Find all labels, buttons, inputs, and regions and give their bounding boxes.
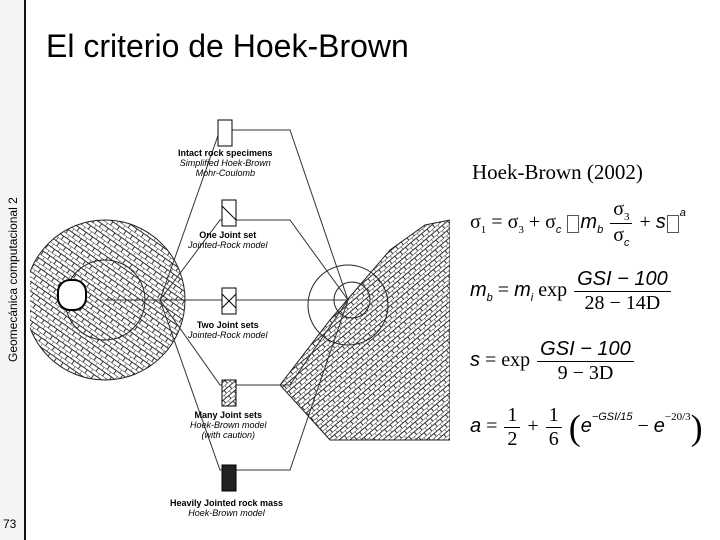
eq4-f2-num: 1 — [545, 404, 562, 428]
sidebar: Geomecánica computacional 2 73 — [0, 0, 26, 540]
label-many-joint-line2: (with caution) — [201, 430, 256, 440]
eq4-plus: + — [527, 415, 539, 438]
label-heavily-jointed: Heavily Jointed rock mass Hoek-Brown mod… — [170, 498, 283, 518]
label-intact: Intact rock specimens Simplified Hoek-Br… — [178, 148, 273, 178]
eq1-exponent-a: a — [679, 207, 686, 220]
eq2-mb: m — [470, 279, 487, 302]
eq4-f2-den: 6 — [548, 428, 559, 450]
eq1-sigma1: σ — [470, 211, 481, 234]
page-number: 73 — [3, 517, 17, 531]
one-joint-specimen — [221, 199, 237, 227]
eq4-e1: e — [580, 415, 592, 438]
eq1-equals: = — [491, 211, 503, 234]
paren-box — [666, 214, 679, 233]
label-many-joint: Many Joint sets Hoek-Brown model (with c… — [190, 410, 267, 440]
eq4-e2-exp: −20/3 — [664, 411, 691, 424]
equation-mb: mb = mi exp GSI − 100 28 − 14D — [470, 268, 673, 315]
eq4-f1-den: 2 — [507, 428, 518, 450]
paren-box — [567, 214, 580, 233]
label-two-joint-line1: Jointed-Rock model — [188, 330, 268, 340]
eq4-equals: = — [486, 415, 498, 438]
eq3-exp: exp — [501, 349, 531, 372]
eq2-equals: = — [497, 279, 510, 302]
eq2-mi-sub: i — [530, 292, 534, 305]
label-one-joint: One Joint set Jointed-Rock model — [188, 230, 268, 250]
eq1-s: s — [655, 211, 666, 234]
eq2-fraction: GSI − 100 28 − 14D — [574, 268, 671, 315]
intact-specimen — [217, 119, 233, 147]
label-many-joint-line1: Hoek-Brown model — [190, 420, 267, 430]
slope-rock-mass — [279, 219, 451, 441]
tunnel-opening — [57, 279, 87, 311]
eq4-a: a — [470, 415, 482, 438]
eq1-frac-den-sub: c — [623, 237, 630, 249]
equations-heading: Hoek-Brown (2002) — [472, 160, 643, 184]
eq1-plus: + — [528, 211, 541, 234]
eq2-mb-sub: b — [486, 292, 493, 305]
eq3-frac-num: GSI − 100 — [537, 338, 634, 362]
equation-s: s = exp GSI − 100 9 − 3D — [470, 338, 636, 385]
label-heavily-title: Heavily Jointed rock mass — [170, 498, 284, 508]
eq3-equals: = — [485, 349, 497, 372]
slide-title: El criterio de Hoek-Brown — [46, 28, 409, 64]
vertical-course-title: Geomecánica computacional 2 — [6, 197, 20, 362]
label-two-joint-title: Two Joint sets — [196, 320, 259, 330]
eq1-frac-num-sub: 3 — [623, 211, 630, 223]
eq4-f1-num: 1 — [504, 404, 521, 428]
eq1-sigma1-sub: 1 — [480, 224, 487, 237]
eq1-sigma3: σ — [507, 211, 519, 234]
label-many-joint-title: Many Joint sets — [194, 410, 263, 420]
eq3-s: s — [470, 349, 480, 372]
label-intact-line2: Mohr-Coulomb — [195, 168, 255, 178]
eq4-e1-exp: −GSI/15 — [591, 411, 633, 424]
eq4-frac2: 1 6 — [545, 404, 562, 451]
eq1-mb: m — [580, 211, 598, 234]
eq1-sigmac: σ — [545, 211, 556, 234]
heavily-jointed-specimen — [221, 464, 237, 492]
eq1-plus2: + — [639, 211, 651, 234]
label-two-joint: Two Joint sets Jointed-Rock model — [188, 320, 268, 340]
eq3-frac-den: 9 − 3D — [557, 362, 614, 384]
eq1-sigmac-sub: c — [555, 224, 562, 237]
label-heavily-line1: Hoek-Brown model — [188, 508, 265, 518]
eq1-frac-den: σ — [613, 224, 624, 246]
eq1-mb-sub: b — [597, 224, 604, 237]
label-intact-title: Intact rock specimens — [178, 148, 273, 158]
many-joint-specimen — [221, 379, 237, 407]
eq4-minus: − — [637, 415, 649, 438]
label-one-joint-title: One Joint set — [199, 230, 257, 240]
eq3-fraction: GSI − 100 9 − 3D — [537, 338, 634, 385]
eq1-fraction: σ3 σc — [610, 198, 633, 249]
eq1-frac-num: σ — [613, 198, 624, 220]
diagram-graphics — [24, 119, 451, 492]
eq2-frac-num: GSI − 100 — [574, 268, 671, 292]
label-one-joint-line1: Jointed-Rock model — [188, 240, 268, 250]
label-intact-line1: Simplified Hoek-Brown — [179, 158, 271, 168]
two-joint-specimen — [221, 287, 237, 315]
hoek-brown-diagram: Intact rock specimens Simplified Hoek-Br… — [24, 110, 451, 530]
eq1-sigma3-sub: 3 — [518, 224, 524, 237]
eq4-frac1: 1 2 — [504, 404, 521, 451]
equation-a: a = 1 2 + 1 6 (e−GSI/15 − e−20/3) — [470, 404, 703, 451]
eq2-frac-den: 28 − 14D — [584, 292, 661, 314]
eq2-mi: m — [514, 279, 531, 302]
eq4-e2: e — [653, 415, 665, 438]
eq2-exp: exp — [538, 279, 568, 302]
